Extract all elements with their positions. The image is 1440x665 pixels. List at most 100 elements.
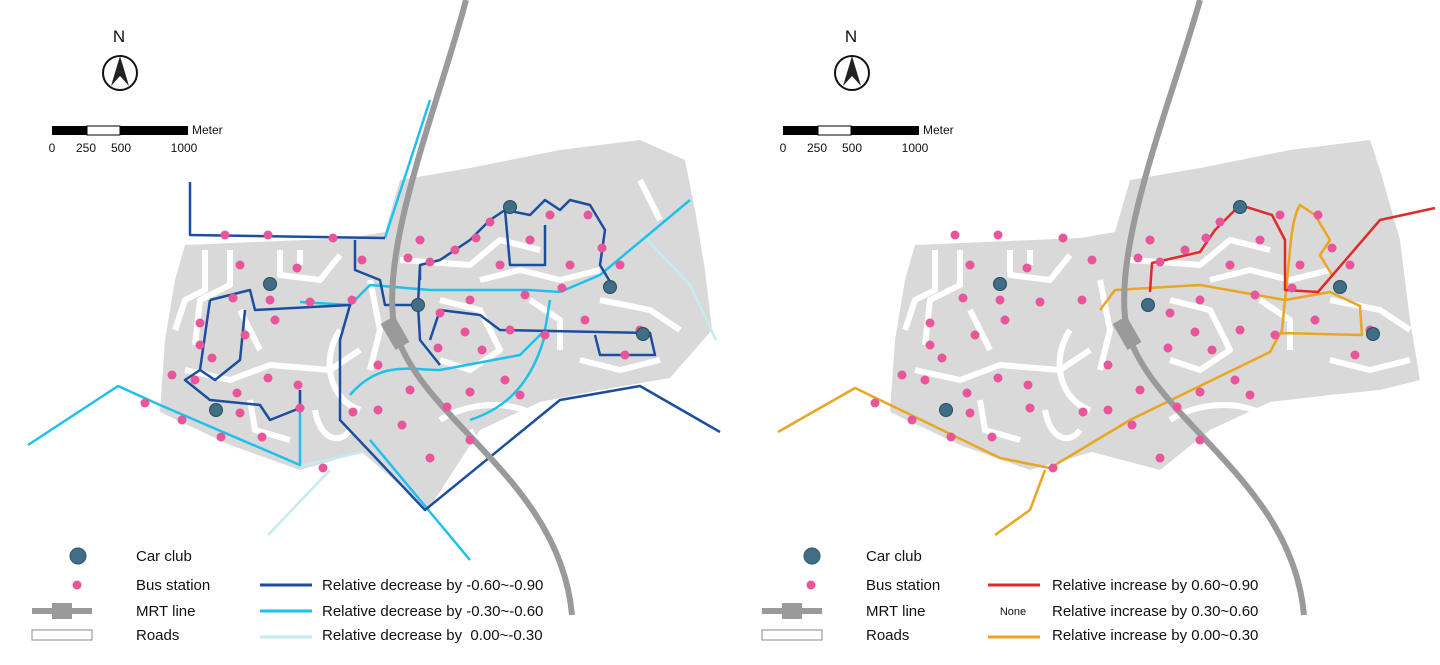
bus-station-marker	[925, 340, 935, 350]
bus-station-marker	[965, 408, 975, 418]
roads	[902, 237, 1412, 443]
bus-station-marker	[540, 330, 550, 340]
bus-station-marker	[987, 432, 997, 442]
legend-class-2: Relative increase by 0.30~0.60	[1052, 603, 1258, 620]
legend-class-2: Relative decrease by -0.30~-0.60	[322, 603, 543, 620]
bus-station-marker	[580, 315, 590, 325]
bus-station-marker	[545, 210, 555, 220]
bus-station-marker	[583, 210, 593, 220]
bus-station-marker	[1190, 327, 1200, 337]
north-arrow: N	[834, 27, 870, 91]
bus-station-marker	[485, 217, 495, 227]
bus-station-marker	[1023, 380, 1033, 390]
car-club-marker	[209, 403, 223, 417]
bus-station-marker	[1135, 385, 1145, 395]
bus-station-marker	[318, 463, 328, 473]
map-decrease: N Meter 0 250 500 1000 Car club Bus stat…	[27, 0, 721, 644]
bus-station-marker	[1327, 243, 1337, 253]
car-club-marker	[1366, 327, 1380, 341]
car-club-marker	[636, 327, 650, 341]
legend-bus-station: Bus station	[866, 577, 940, 594]
bus-station-marker	[1245, 390, 1255, 400]
bus-station-marker	[995, 295, 1005, 305]
bus-station-marker	[140, 398, 150, 408]
north-label: N	[113, 27, 125, 46]
bus-station-marker	[520, 290, 530, 300]
bus-station-marker	[1077, 295, 1087, 305]
bus-station-marker	[471, 233, 481, 243]
bus-station-marker	[993, 230, 1003, 240]
bus-station-marker	[240, 330, 250, 340]
bus-station-marker	[1103, 405, 1113, 415]
scale-tick: 250	[807, 141, 827, 155]
line-red	[1148, 203, 1436, 294]
bus-station-marker	[1133, 253, 1143, 263]
car-club-marker	[503, 200, 517, 214]
legend-roads: Roads	[136, 627, 179, 644]
bus-station-marker	[357, 255, 367, 265]
bus-station-marker	[920, 375, 930, 385]
bus-station-marker	[1287, 283, 1297, 293]
bus-station-marker	[925, 318, 935, 328]
increase-lines	[777, 203, 1436, 537]
bus-station-marker	[1048, 463, 1058, 473]
bus-station-marker	[1195, 435, 1205, 445]
bus-station-marker	[403, 253, 413, 263]
bus-station-marker	[373, 405, 383, 415]
bus-station-marker	[965, 260, 975, 270]
bus-station-marker	[397, 420, 407, 430]
bus-station-marker	[195, 318, 205, 328]
bus-station-marker	[557, 283, 567, 293]
bus-station-marker	[257, 432, 267, 442]
bus-station-marker	[435, 308, 445, 318]
bus-station-marker	[970, 330, 980, 340]
scale-tick: 0	[780, 141, 787, 155]
mrt-station	[1112, 316, 1142, 350]
bus-station-marker	[1165, 308, 1175, 318]
scale-bar: Meter 0 250 500 1000	[780, 123, 954, 155]
bus-station-marker	[597, 243, 607, 253]
car-club-marker	[411, 298, 425, 312]
scale-tick: 500	[111, 141, 131, 155]
scale-unit: Meter	[923, 123, 954, 137]
bus-station-marker	[958, 293, 968, 303]
legend: Car club Bus station MRT line Roads Rela…	[761, 547, 1258, 644]
decrease-lines	[27, 99, 721, 561]
bus-station-marker	[228, 293, 238, 303]
north-arrow: N	[102, 27, 138, 91]
bus-station-marker	[1275, 210, 1285, 220]
bus-station-marker	[1255, 235, 1265, 245]
legend-mrt: MRT line	[136, 603, 195, 620]
legend-car-club: Car club	[136, 548, 192, 565]
bus-station-marker	[946, 432, 956, 442]
bus-station-marker	[465, 387, 475, 397]
north-arrow-icon	[843, 56, 861, 86]
map-increase: N Meter 0 250 500 1000 Car club Bus stat…	[761, 0, 1436, 644]
bus-station-marker	[525, 235, 535, 245]
car-club-marker	[1333, 280, 1347, 294]
bus-station-marker	[460, 327, 470, 337]
bus-station-marker	[1295, 260, 1305, 270]
stations	[140, 200, 650, 473]
bus-station-marker	[1087, 255, 1097, 265]
bus-station-marker	[1201, 233, 1211, 243]
bus-station-marker	[1250, 290, 1260, 300]
mrt-station	[380, 316, 410, 350]
bus-station-marker	[1025, 403, 1035, 413]
bus-station-marker	[190, 375, 200, 385]
bus-station-marker	[235, 408, 245, 418]
bus-station-marker	[415, 235, 425, 245]
bus-station-marker	[195, 340, 205, 350]
bus-station-marker	[263, 373, 273, 383]
bus-station-marker	[615, 260, 625, 270]
bus-station-marker	[347, 295, 357, 305]
car-club-marker	[939, 403, 953, 417]
bus-station-marker	[328, 233, 338, 243]
legend-none-swatch: None	[1000, 606, 1026, 618]
bus-station-marker	[425, 453, 435, 463]
north-arrow-icon	[111, 56, 129, 86]
bus-station-marker	[1225, 260, 1235, 270]
bus-station-marker	[620, 350, 630, 360]
